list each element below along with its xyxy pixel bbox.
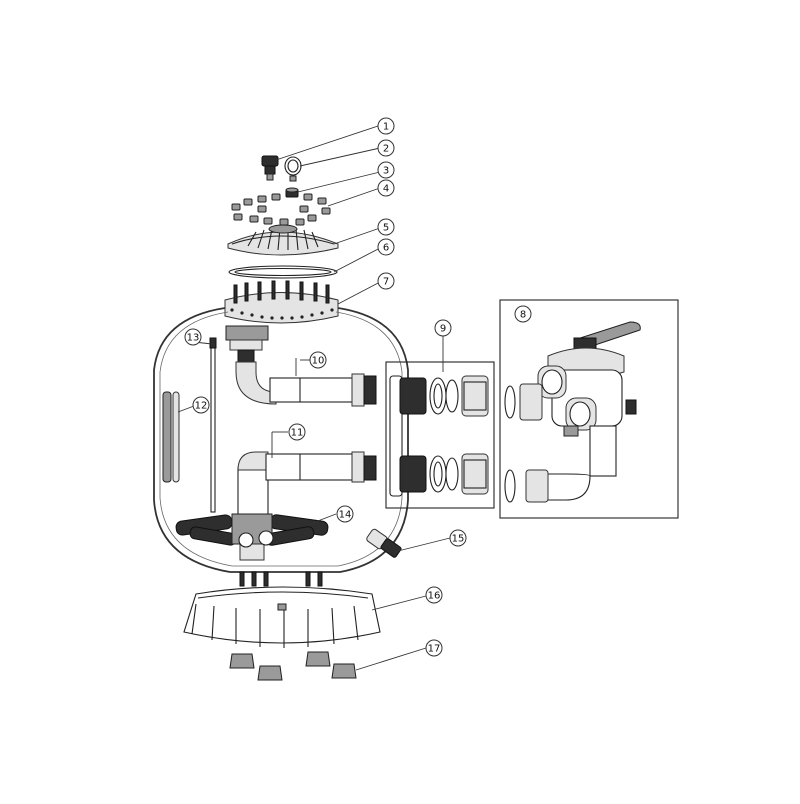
callout-3: 3 bbox=[377, 161, 395, 179]
part-4-bolt-set bbox=[231, 193, 331, 226]
part-3-nut bbox=[285, 187, 299, 198]
svg-text:2: 2 bbox=[383, 144, 389, 155]
svg-text:8: 8 bbox=[520, 310, 526, 321]
svg-text:4: 4 bbox=[383, 184, 389, 195]
svg-text:7: 7 bbox=[383, 277, 389, 288]
callout-7: 7 bbox=[377, 272, 395, 290]
part-6-lid-gasket bbox=[228, 265, 338, 279]
callout-17: 17 bbox=[425, 639, 443, 657]
svg-text:12: 12 bbox=[195, 401, 208, 412]
callout-9: 9 bbox=[434, 319, 452, 337]
svg-text:3: 3 bbox=[383, 166, 389, 177]
part-14-laterals-hub bbox=[175, 513, 329, 561]
callout-5: 5 bbox=[377, 218, 395, 236]
part-16-base-stand bbox=[183, 586, 381, 648]
svg-text:6: 6 bbox=[383, 243, 389, 254]
callout-13: 13 bbox=[184, 328, 202, 346]
callout-8: 8 bbox=[514, 305, 532, 323]
svg-text:1: 1 bbox=[383, 122, 389, 133]
svg-text:13: 13 bbox=[187, 333, 200, 344]
callout-10: 10 bbox=[309, 351, 327, 369]
part-9-union-connector-set bbox=[385, 361, 495, 509]
svg-text:5: 5 bbox=[383, 223, 389, 234]
callout-4: 4 bbox=[377, 179, 395, 197]
callout-12: 12 bbox=[192, 396, 210, 414]
svg-text:14: 14 bbox=[339, 510, 352, 521]
part-15-drain-valve bbox=[366, 528, 402, 558]
callout-leader-lines bbox=[177, 125, 451, 671]
callout-6: 6 bbox=[377, 238, 395, 256]
part-12-internal-bracket bbox=[162, 391, 180, 483]
callout-15: 15 bbox=[449, 529, 467, 547]
callout-2: 2 bbox=[377, 139, 395, 157]
part-2-pressure-gauge bbox=[284, 156, 302, 182]
part-10-upper-internal-pipe bbox=[225, 325, 377, 407]
callout-16: 16 bbox=[425, 586, 443, 604]
part-7-filter-tank bbox=[153, 280, 409, 587]
part-11-lower-internal-pipe bbox=[237, 451, 377, 519]
callout-1: 1 bbox=[377, 117, 395, 135]
part-1-air-vent-valve bbox=[261, 155, 279, 181]
part-8-multiport-valve bbox=[499, 299, 679, 519]
part-13-air-relief-tube bbox=[209, 337, 217, 513]
svg-text:16: 16 bbox=[428, 591, 441, 602]
part-5-filter-lid bbox=[227, 224, 339, 256]
svg-text:10: 10 bbox=[312, 356, 325, 367]
svg-text:17: 17 bbox=[428, 644, 441, 655]
part-17-base-feet bbox=[229, 651, 357, 681]
svg-text:15: 15 bbox=[452, 534, 465, 545]
callout-14: 14 bbox=[336, 505, 354, 523]
callout-11: 11 bbox=[288, 423, 306, 441]
svg-text:11: 11 bbox=[291, 428, 304, 439]
svg-text:9: 9 bbox=[440, 324, 446, 335]
